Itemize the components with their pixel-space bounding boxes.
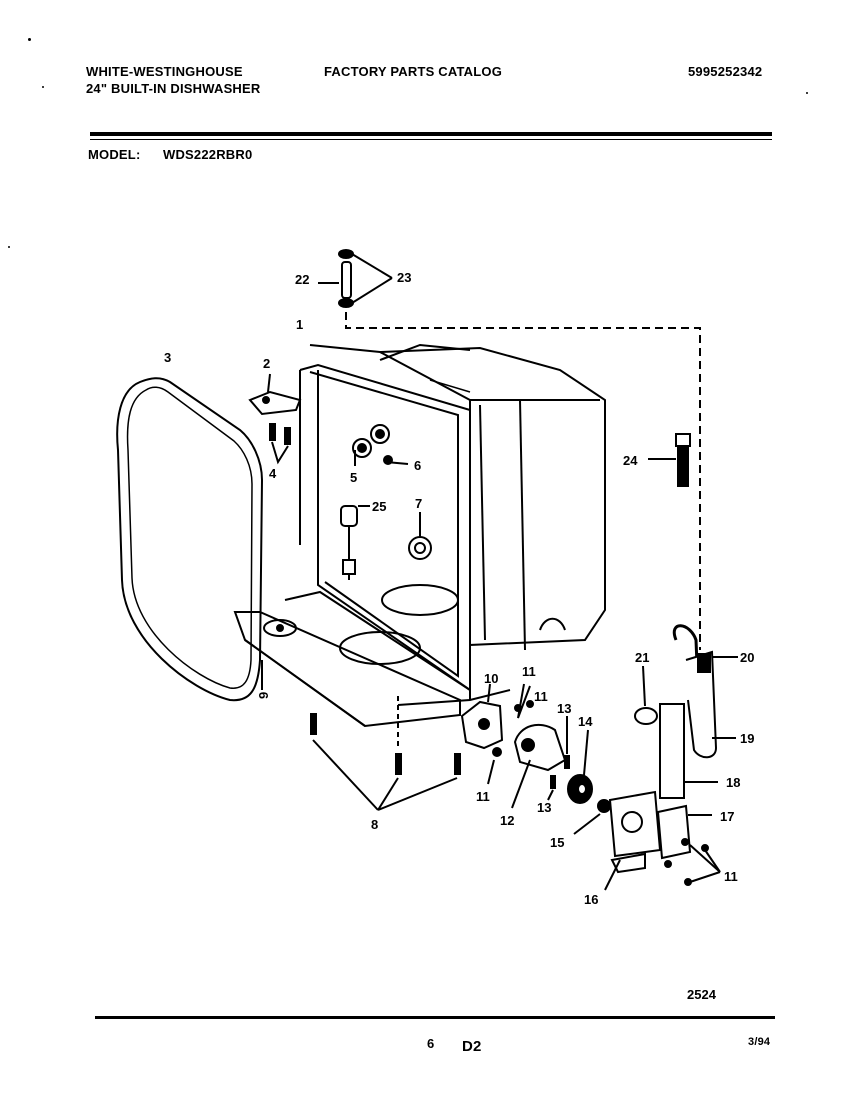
plate-part-16 xyxy=(608,790,662,874)
fitting-part-6 xyxy=(383,455,393,465)
hinge-part-2 xyxy=(248,390,302,416)
callout-10: 10 xyxy=(484,671,498,686)
model-number: WDS222RBR0 xyxy=(163,147,253,162)
product-description: 24" BUILT-IN DISHWASHER xyxy=(86,81,261,96)
callout-11b: 11 xyxy=(476,789,490,804)
callout-1: 1 xyxy=(296,317,303,332)
callout-17: 17 xyxy=(720,809,734,824)
callout-6: 6 xyxy=(414,458,421,473)
callout-24: 24 xyxy=(623,453,638,468)
clamp-part-21 xyxy=(634,707,658,725)
callout-23: 23 xyxy=(397,270,411,285)
callout-9: 9 xyxy=(256,692,271,699)
callout-labels: 1 2 3 4 5 6 7 8 9 10 11 11 11 11 12 13 1… xyxy=(164,270,754,1002)
revision-date: 3/94 xyxy=(748,1036,771,1048)
callout-11c: 11 xyxy=(534,689,548,704)
base-frame xyxy=(233,590,511,728)
section-code: D2 xyxy=(462,1038,482,1055)
spray-nozzle-part-5 xyxy=(352,424,390,458)
callout-4: 4 xyxy=(269,466,277,481)
callout-16: 16 xyxy=(584,892,598,907)
grommet-part-7 xyxy=(408,536,432,560)
drawing-number: 2524 xyxy=(687,987,717,1002)
scan-speck xyxy=(28,38,31,41)
callout-19: 19 xyxy=(740,731,754,746)
mount-part-12 xyxy=(513,723,567,772)
callout-25: 25 xyxy=(372,499,386,514)
callout-12: 12 xyxy=(500,813,514,828)
hose-part-22 xyxy=(341,261,352,299)
door-gasket-part-3 xyxy=(116,377,264,702)
scan-speck xyxy=(8,246,10,248)
pulley-part-14 xyxy=(567,774,593,804)
screws-part-8 xyxy=(310,713,461,775)
vent-part-25 xyxy=(340,505,358,580)
callout-2: 2 xyxy=(263,356,270,371)
brand-name: WHITE-WESTINGHOUSE xyxy=(86,64,243,79)
bracket-part-17 xyxy=(656,804,692,860)
catalog-number: 5995252342 xyxy=(688,64,763,79)
page-number: 6 xyxy=(427,1036,435,1051)
channel-part-18 xyxy=(659,703,685,799)
callout-22: 22 xyxy=(295,272,309,287)
callout-21: 21 xyxy=(635,650,649,665)
callout-3: 3 xyxy=(164,350,171,365)
callout-13b: 13 xyxy=(537,800,551,815)
header-rule-thick xyxy=(90,132,772,136)
callout-20: 20 xyxy=(740,650,754,665)
catalog-title: FACTORY PARTS CATALOG xyxy=(324,64,503,79)
callout-18: 18 xyxy=(726,775,740,790)
callout-13a: 13 xyxy=(557,701,571,716)
scan-speck xyxy=(42,86,44,88)
screws-part-4 xyxy=(269,423,291,445)
callout-11d: 11 xyxy=(724,869,738,884)
fitting-part-24 xyxy=(675,433,691,487)
header-rule-thin xyxy=(90,139,772,140)
drain-hose-part-20 xyxy=(672,624,718,759)
washer-part-15 xyxy=(597,799,611,813)
callout-8: 8 xyxy=(371,817,378,832)
callout-14: 14 xyxy=(578,714,593,729)
footer-rule xyxy=(95,1016,775,1019)
model-label: MODEL: xyxy=(88,147,141,162)
callout-11a: 11 xyxy=(522,664,536,679)
scan-speck xyxy=(806,92,808,94)
callout-7: 7 xyxy=(415,496,422,511)
callout-15: 15 xyxy=(550,835,564,850)
callout-5: 5 xyxy=(350,470,357,485)
